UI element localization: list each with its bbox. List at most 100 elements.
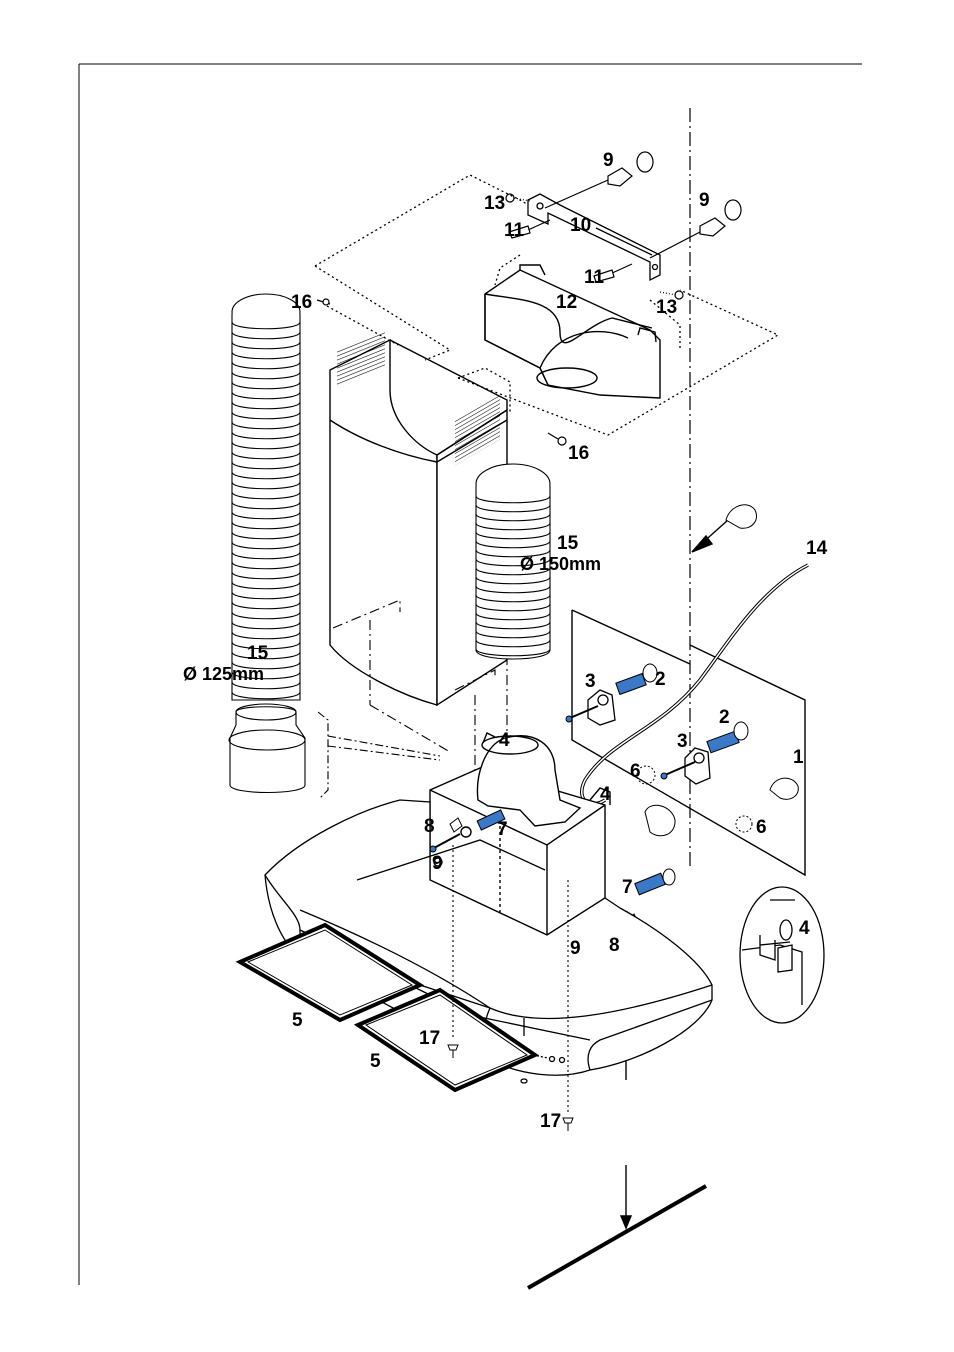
pipe-rib [475, 612, 551, 621]
label-15-right: 15 [557, 533, 579, 554]
pipe-leader-lines [317, 711, 441, 799]
pipe-rib [475, 558, 551, 567]
pipe-rib [475, 594, 551, 603]
label-4-right: 4 [600, 784, 611, 805]
label-10: 10 [570, 215, 591, 236]
pipe-rib [475, 531, 551, 540]
pipe-rib [231, 591, 301, 600]
pipe-rib [231, 601, 301, 610]
label-6-upper: 6 [630, 761, 641, 782]
pipe-rib [231, 431, 301, 440]
pipe-rib [475, 603, 551, 612]
detail-inset [739, 886, 825, 1024]
pipe-rib [231, 561, 301, 570]
label-16-left: 16 [291, 292, 312, 313]
pipe-rib [231, 361, 301, 370]
label-11-mid: 11 [584, 267, 605, 288]
pipe-rib [231, 351, 301, 360]
grease-filters [235, 922, 540, 1093]
floor-line [527, 1184, 707, 1290]
pipe-rib [231, 651, 301, 660]
pipe-rib [231, 691, 301, 700]
label-17-lower: 17 [540, 1111, 561, 1132]
pipe-rib [231, 581, 301, 590]
upper-dotted-outline [314, 174, 780, 436]
duct-pipe-150mm [475, 463, 551, 660]
pipe-rib [231, 621, 301, 630]
label-7-lower: 7 [622, 877, 633, 898]
pipe-rib [231, 401, 301, 410]
wall-plugs [565, 663, 753, 833]
pipe-rib [475, 576, 551, 585]
pipe-rib [475, 504, 551, 513]
upper-duct-connector [484, 264, 661, 399]
wall-brackets [587, 689, 711, 785]
label-5-lower: 5 [370, 1051, 381, 1072]
pipe-rib [231, 571, 301, 580]
label-8-left: 8 [424, 816, 435, 837]
callout-labels: 9 9 13 11 10 11 12 13 16 16 14 15 Ø 150m… [183, 150, 828, 1132]
pipe-rib [231, 461, 301, 470]
label-12: 12 [556, 292, 577, 313]
pipe-rib [231, 541, 301, 550]
pipe-rib [231, 551, 301, 560]
pipe-rib [475, 639, 551, 648]
pipe-rib [475, 585, 551, 594]
label-16-right: 16 [568, 443, 589, 464]
pipe-rib [231, 661, 301, 670]
pipe-rib [231, 421, 301, 430]
pipe-rib [231, 441, 301, 450]
pipe-rib [231, 671, 301, 680]
label-4-left: 4 [499, 730, 510, 751]
dimension-125mm: Ø 125mm [183, 664, 264, 684]
pipe-rib [231, 331, 301, 340]
wall-plate [571, 609, 806, 877]
label-5-upper: 5 [292, 1010, 303, 1031]
pipe-rib [231, 471, 301, 480]
screw-leaders [452, 845, 569, 1115]
label-2-upper: 2 [655, 669, 666, 690]
pipe-rib [231, 481, 301, 490]
pipe-rib [231, 631, 301, 640]
label-2-lower: 2 [719, 707, 730, 728]
label-15-left: 15 [247, 643, 269, 664]
label-9-top: 9 [603, 150, 614, 171]
dimension-150mm: Ø 150mm [520, 554, 601, 574]
pipe-rib [231, 391, 301, 400]
pipe-rib [475, 630, 551, 639]
label-14: 14 [806, 538, 828, 559]
pipe-rib [231, 451, 301, 460]
label-13-top: 13 [484, 193, 505, 214]
label-7-upper: 7 [497, 819, 508, 840]
pipe-rib [231, 511, 301, 520]
label-1: 1 [793, 747, 804, 768]
pipe-rib [231, 531, 301, 540]
arrows [619, 519, 729, 1230]
pipe-rib [475, 522, 551, 531]
pipe-rib [231, 681, 301, 690]
pipe-rib [475, 648, 551, 657]
pipe-rib [475, 567, 551, 576]
upper-mounting-bracket [527, 193, 661, 282]
pipe-rib [231, 411, 301, 420]
hand-icons [644, 504, 799, 837]
pipe-rib [231, 381, 301, 390]
pipe-rib [475, 549, 551, 558]
label-9-top-right: 9 [699, 190, 710, 211]
pipe-rib [231, 521, 301, 530]
label-17-upper: 17 [419, 1028, 440, 1049]
top-fasteners [316, 151, 742, 446]
label-3-upper: 3 [585, 671, 596, 692]
pipe-rib [475, 540, 551, 549]
label-4-detail: 4 [799, 918, 810, 939]
pipe-rib [231, 371, 301, 380]
pipe-rib [475, 621, 551, 630]
label-9-left: 9 [432, 853, 443, 874]
label-13-mid: 13 [656, 297, 677, 318]
pipe-rib [231, 491, 301, 500]
screws-17 [447, 1044, 574, 1131]
pipe-rib [231, 341, 301, 350]
label-3-lower: 3 [677, 731, 688, 752]
label-8-right: 8 [609, 935, 620, 956]
